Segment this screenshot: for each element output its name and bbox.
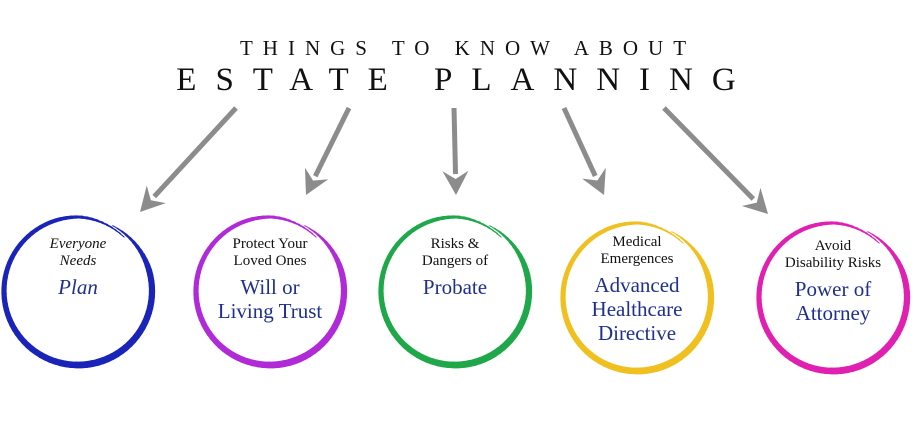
title-line-2: ESTATE PLANNING xyxy=(176,62,755,98)
node-text-1: Everyone Needs Plan xyxy=(3,236,153,299)
node-main-5: Power of Attorney xyxy=(794,276,872,325)
node-main-4: Advanced Healthcare Directive xyxy=(591,272,683,345)
node-subtitle-1: Everyone Needs xyxy=(49,236,107,270)
node-subtitle-5: Avoid Disability Risks xyxy=(784,238,882,272)
arrow-4 xyxy=(561,106,606,195)
node-circle-3 xyxy=(378,215,533,369)
node-subtitle-2: Protect Your Loved Ones xyxy=(232,236,308,270)
node-circle-1 xyxy=(1,215,156,369)
node-text-4: Medical Emergences Advanced Healthcare D… xyxy=(562,234,712,345)
arrow-3 xyxy=(442,107,469,195)
title-line-1: THINGS TO KNOW ABOUT xyxy=(239,36,697,60)
arrow-5 xyxy=(662,106,768,214)
node-circle-5 xyxy=(756,221,911,375)
node-text-3: Risks & Dangers of Probate xyxy=(380,236,530,299)
node-main-2: Will or Living Trust xyxy=(217,274,323,323)
arrow-1 xyxy=(140,106,238,212)
node-main-3: Probate xyxy=(422,274,488,299)
node-subtitle-3: Risks & Dangers of xyxy=(421,236,489,270)
node-text-2: Protect Your Loved Ones Will or Living T… xyxy=(195,236,345,323)
node-main-1: Plan xyxy=(58,274,98,299)
node-text-5: Avoid Disability Risks Power of Attorney xyxy=(758,238,908,325)
node-subtitle-4: Medical Emergences xyxy=(600,234,674,268)
node-circle-2 xyxy=(193,215,348,369)
node-circle-4 xyxy=(560,221,715,375)
arrow-2 xyxy=(304,106,352,195)
